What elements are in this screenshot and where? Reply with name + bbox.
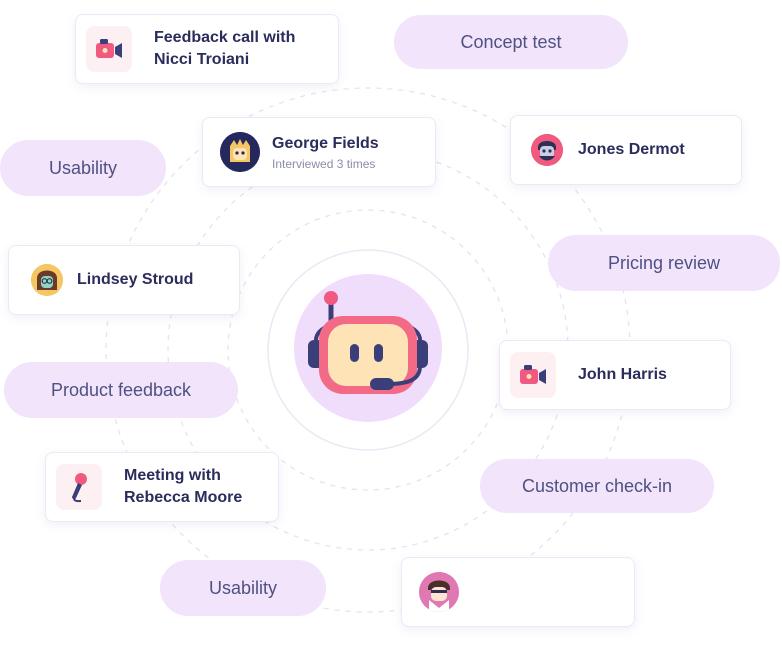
avatar <box>531 134 563 166</box>
card-jones-dermot[interactable]: Jones Dermot <box>510 115 742 185</box>
card-title: Feedback call with Nicci Troiani <box>154 29 296 68</box>
tag-product-feedback[interactable]: Product feedback <box>4 362 238 418</box>
video-camera-icon <box>510 352 556 398</box>
card-feedback-call[interactable]: Feedback call with Nicci Troiani <box>75 14 339 84</box>
tag-label: Customer check-in <box>521 475 673 496</box>
tag-label: Usability <box>48 157 118 178</box>
microphone-icon <box>56 464 102 510</box>
tag-customer-check-in[interactable]: Customer check-in <box>480 459 714 513</box>
tag-usability-bottom[interactable]: Usability <box>160 560 326 616</box>
person-name: Lindsey Stroud <box>77 271 194 288</box>
person-name: John Harris <box>578 366 667 383</box>
avatar <box>31 264 63 296</box>
tag-label: Product feedback <box>50 379 192 400</box>
tag-concept-test[interactable]: Concept test <box>394 15 628 69</box>
card-lindsey-stroud[interactable]: Lindsey Stroud <box>8 245 240 315</box>
card-george-fields[interactable]: George Fields Interviewed 3 times <box>202 117 436 187</box>
avatar <box>220 132 260 172</box>
person-name: Jones Dermot <box>578 141 685 158</box>
avatar <box>419 572 459 612</box>
card-meeting-rebecca[interactable]: Meeting with Rebecca Moore <box>45 452 279 522</box>
tag-usability[interactable]: Usability <box>0 140 166 196</box>
robot-headset-icon <box>294 274 442 422</box>
card-john-harris[interactable]: John Harris <box>499 340 731 410</box>
card-person-unnamed[interactable] <box>401 557 635 627</box>
tag-label: Concept test <box>460 31 562 52</box>
tag-label: Pricing review <box>607 252 721 273</box>
video-camera-icon <box>86 26 132 72</box>
card-title: Meeting with Rebecca Moore <box>124 467 243 506</box>
assistant-bot <box>294 274 442 422</box>
person-name: George Fields <box>272 135 379 152</box>
tag-pricing-review[interactable]: Pricing review <box>548 235 780 291</box>
interview-count: Interviewed 3 times <box>272 157 376 171</box>
tag-label: Usability <box>208 577 278 598</box>
